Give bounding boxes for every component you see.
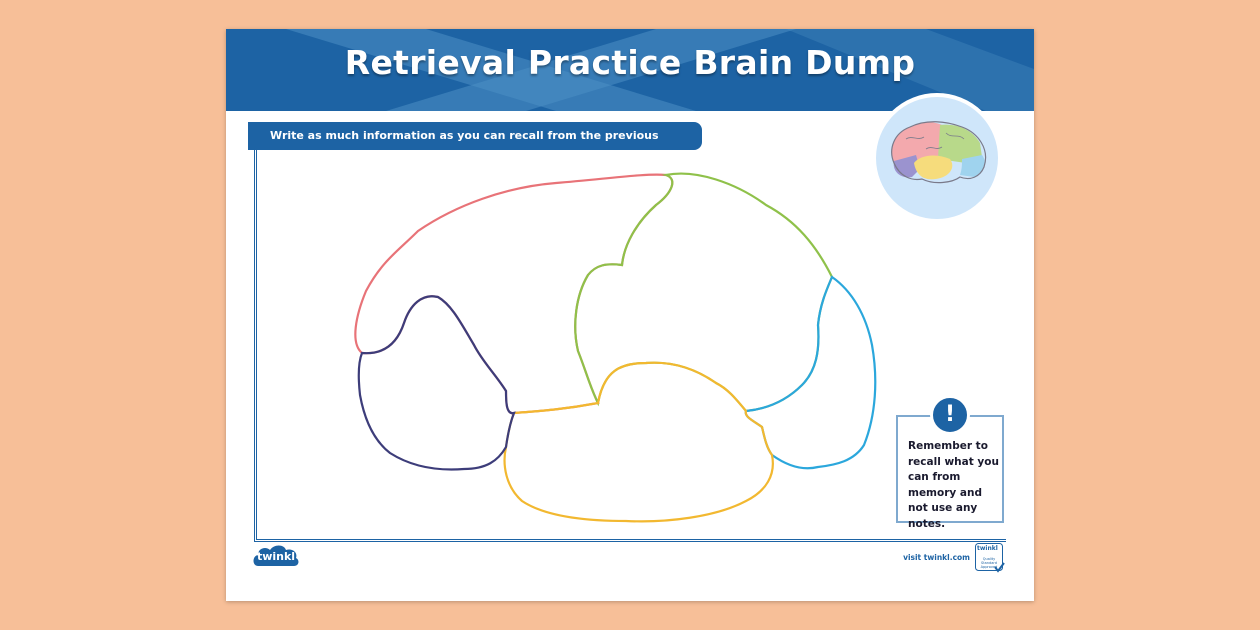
- reminder-box: Remember to recall what you can from mem…: [896, 415, 1004, 530]
- brain-badge: [872, 93, 1002, 223]
- twinkl-logo[interactable]: twinkl: [252, 544, 300, 570]
- brain-icon: [891, 121, 987, 184]
- quality-badge-icon: [975, 543, 1005, 573]
- worksheet-page: Retrieval Practice Brain Dump Write as m…: [226, 29, 1034, 601]
- cloud-logo-icon: [253, 545, 299, 566]
- badge-subtext: Quality Standard Approved: [980, 557, 998, 569]
- writing-area-frame: [254, 150, 1006, 542]
- instruction-banner: Write as much information as you can rec…: [248, 122, 702, 170]
- title-banner: Retrieval Practice Brain Dump: [226, 29, 1034, 111]
- frontal-lobe-outline: [354, 173, 674, 415]
- banner-stripes: [286, 29, 1034, 111]
- lower-left-region-outline: [357, 295, 516, 471]
- quality-badge: twinkl Quality Standard Approved: [975, 543, 1005, 573]
- page-title: Retrieval Practice Brain Dump: [344, 43, 916, 82]
- reminder-text: Remember to recall what you can from mem…: [908, 440, 999, 530]
- temporal-lobe-outline: [503, 361, 774, 523]
- badge-text: twinkl: [977, 545, 998, 552]
- exclamation-icon: !: [930, 395, 970, 435]
- logo-text: twinkl: [256, 550, 296, 563]
- brain-outline-drawing: [354, 172, 877, 523]
- visit-link[interactable]: visit twinkl.com: [903, 553, 970, 562]
